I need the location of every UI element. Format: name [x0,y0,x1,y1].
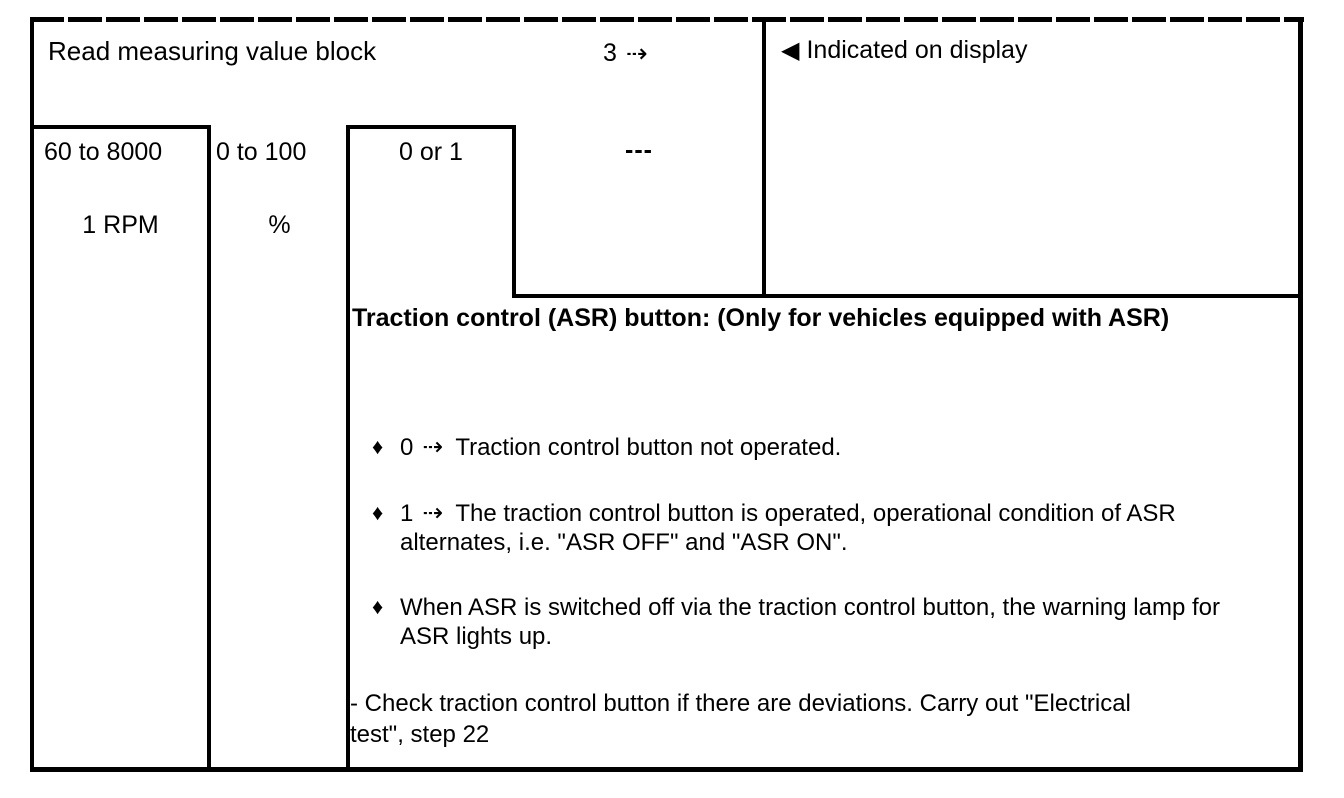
table-border-top [30,17,1304,22]
diamond-bullet-icon: ♦ [372,594,384,619]
description-heading: Traction control (ASR) button: (Only for… [352,304,1170,332]
column2-range-value: 0 to 100 [216,138,307,166]
diamond-bullet-icon: ♦ [372,500,384,525]
bullet-value: 0 [400,434,414,461]
display-indicator: ◀ Indicated on display [781,36,1027,65]
block-number-group: 3 ⇢ [603,39,648,68]
bullet-value: 1 [400,500,414,527]
left-triangle-icon: ◀ [781,36,800,64]
bullet-text-block: 0 ⇢ Traction control button not operated. [400,433,1245,462]
column3-range-value: 0 or 1 [399,138,463,166]
display-indicator-label: Indicated on display [806,36,1028,64]
column2-unit-value: % [268,211,291,239]
block-number: 3 [603,39,617,67]
table-border-left [30,17,34,772]
column3-box-right-rule [512,125,516,298]
bullet-text-block: 1 ⇢The traction control button is operate… [400,499,1245,557]
column3-box-top-rule [346,125,516,129]
column1-top-rule [30,125,211,129]
column1-range-value: 60 to 8000 [44,138,163,166]
table-border-bottom [30,767,1303,772]
bullet-item: ♦ 0 ⇢ Traction control button not operated… [372,433,1245,462]
deviation-check-note: - Check traction control button if there… [350,690,1131,748]
column1-2-divider [207,125,211,771]
column4-range-value: --- [625,136,653,164]
dashed-right-arrow-icon: ⇢ [422,433,444,461]
dashed-right-arrow-icon: ⇢ [422,499,444,527]
table-border-right [1298,17,1303,772]
bullet-text-block: When ASR is switched off via the tractio… [400,593,1245,651]
display-section-bottom-rule [512,294,1303,298]
column2-3-divider [346,125,350,771]
bullet-text: Traction control button not operated. [455,434,842,461]
bullet-item: ♦ 1 ⇢The traction control button is opera… [372,499,1245,557]
page-title: Read measuring value block [48,36,377,66]
bullet-text: When ASR is switched off via the tractio… [400,594,1220,650]
header-column-divider [762,17,766,298]
dashed-right-arrow-icon: ⇢ [625,38,648,68]
diamond-bullet-icon: ♦ [372,434,384,459]
bullet-item: ♦ When ASR is switched off via the tract… [372,593,1245,651]
column1-unit-value: 1 RPM [82,211,159,239]
bullet-text: The traction control button is operated,… [400,500,1176,556]
